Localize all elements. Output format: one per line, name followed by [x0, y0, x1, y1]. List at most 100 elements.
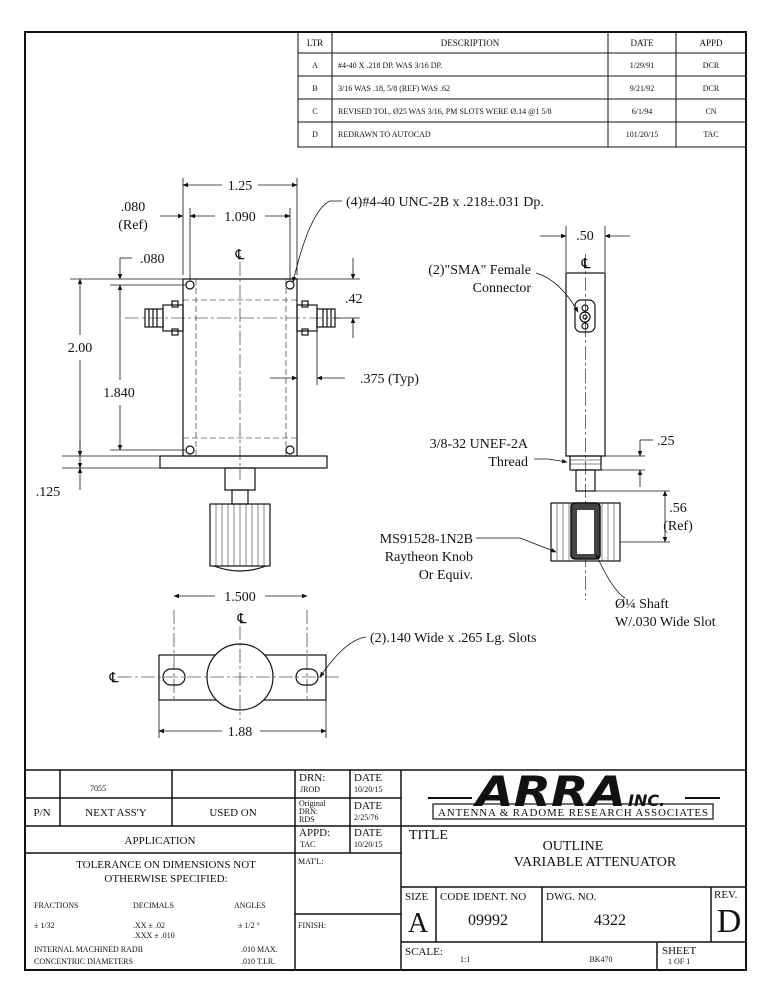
bottom-dimensions: [158, 593, 367, 738]
rev-header-appd: APPD: [699, 38, 723, 48]
dim-overall-width: 1.25: [228, 179, 253, 194]
rev-description: 3/16 WAS .18, 5/8 (REF) WAS .62: [338, 84, 450, 93]
size-label: SIZE: [405, 891, 429, 903]
appd-label: APPD:: [299, 827, 330, 839]
decimals-value: .XX ± .02: [133, 921, 165, 930]
radii-label: INTERNAL MACHINED RADII: [34, 945, 143, 954]
rev-header-date: DATE: [631, 38, 654, 48]
decimals-value: .XXX ± .010: [133, 931, 175, 940]
pn-label: P/N: [33, 807, 50, 819]
tapped-hole: [185, 280, 195, 290]
callout-sma-connector: (2)"SMA" Female: [428, 263, 531, 278]
centerline-symbol: ℄: [109, 671, 119, 686]
matl-label: MAT'L:: [298, 857, 323, 866]
rev-ltr: D: [312, 130, 318, 139]
drawing-title: VARIABLE ATTENUATOR: [514, 855, 677, 870]
angles-label: ANGLES: [234, 901, 266, 910]
svg-text:INC.: INC.: [628, 791, 665, 810]
bottom-view: [118, 610, 340, 720]
rev-date: 6/1/94: [632, 107, 652, 116]
orig-date: 2/25/76: [354, 813, 378, 822]
tapped-hole: [185, 445, 195, 455]
dim-hole-spacing-x: 1.090: [224, 210, 256, 225]
company-name: ANTENNA & RADOME RESEARCH ASSOCIATES: [438, 807, 708, 819]
callout-sma-connector: Connector: [473, 281, 532, 296]
code-value: 09992: [468, 912, 508, 929]
rev-appd: TAC: [703, 130, 718, 139]
dim-slot-spacing: 1.500: [224, 590, 256, 605]
dwg-value: 4322: [594, 912, 626, 929]
tapped-hole: [285, 445, 295, 455]
rev-ltr: B: [312, 84, 317, 93]
bk-value: BK470: [589, 955, 612, 964]
finish-label: FINISH:: [298, 921, 326, 930]
angles-value: ± 1/2 °: [238, 921, 260, 930]
revision-table: [297, 31, 747, 148]
dim-connector-offset: .42: [345, 292, 363, 307]
dim-edge-offset-x-ref: (Ref): [118, 218, 148, 233]
drn-label: DRN:: [299, 772, 325, 784]
rev-header-ltr: LTR: [307, 38, 323, 48]
code-label: CODE IDENT. NO: [440, 891, 526, 903]
appd-value: TAC: [300, 840, 315, 849]
dim-edge-offset-x: .080: [121, 200, 146, 215]
sheet-border: [24, 31, 747, 971]
radii-value: .010 MAX.: [241, 945, 278, 954]
drn-date-label: DATE: [354, 772, 382, 784]
sheet-value: 1 OF 1: [668, 957, 690, 966]
fractions-value: ± 1/32: [34, 921, 55, 930]
application-label: APPLICATION: [125, 835, 196, 847]
appd-date: 10/20/15: [354, 840, 382, 849]
callout-knob: Raytheon Knob: [385, 550, 473, 565]
orig-date-label: DATE: [354, 800, 382, 812]
front-view: [125, 262, 340, 572]
centerline-symbol: ℄: [581, 257, 591, 272]
rev-header-description: DESCRIPTION: [441, 38, 500, 48]
callout-shaft: W/.030 Wide Slot: [615, 615, 716, 630]
scale-label: SCALE:: [405, 946, 443, 958]
rev-date: 9/21/92: [630, 84, 654, 93]
concentric-label: CONCENTRIC DIAMETERS: [34, 957, 133, 966]
callout-knob: Or Equiv.: [419, 568, 473, 583]
rev-description: #4-40 X .218 DP. WAS 3/16 DP.: [338, 61, 442, 70]
next-assy-label: NEXT ASS'Y: [85, 807, 146, 819]
callout-knob: MS91528-1N2B: [380, 532, 473, 547]
dim-body-step: .375 (Typ): [360, 372, 419, 387]
svg-text:ARRA: ARRA: [473, 767, 626, 816]
drn-value: JROD: [300, 785, 320, 794]
front-dimensions: [62, 178, 360, 490]
rev-value: D: [717, 903, 742, 940]
dim-bottom-overall: 1.88: [228, 725, 253, 740]
side-view: [550, 254, 621, 600]
dim-edge-offset-y: .080: [140, 252, 165, 267]
mounting-flange: [159, 455, 328, 469]
sma-connector-side: [574, 299, 596, 333]
orig-label: DRN:: [299, 807, 318, 816]
rev-description: REDRAWN TO AUTOCAD: [338, 130, 431, 139]
tapped-hole: [285, 280, 295, 290]
centerline-symbol: ℄: [237, 612, 247, 627]
rev-appd: DCR: [703, 84, 720, 93]
callout-slots: (2).140 Wide x .265 Lg. Slots: [370, 631, 536, 646]
rev-label: REV.: [714, 889, 738, 901]
drn-date: 10/20/15: [354, 785, 382, 794]
dim-hole-spacing-y: 1.840: [103, 386, 135, 401]
dim-overall-height: 2.00: [68, 341, 93, 356]
decimals-label: DECIMALS: [133, 901, 174, 910]
used-on-label: USED ON: [209, 807, 256, 819]
fractions-label: FRACTIONS: [34, 901, 78, 910]
tolerance-title: OTHERWISE SPECIFIED:: [104, 873, 227, 885]
callout-tapped-holes: (4)#4-40 UNC-2B x .218±.031 Dp.: [346, 195, 544, 210]
dim-flange: .125: [36, 485, 61, 500]
rev-date: 101/20/15: [626, 130, 658, 139]
size-value: A: [408, 908, 429, 939]
centerline-symbol: ℄: [235, 248, 245, 263]
drawing-title: OUTLINE: [543, 839, 604, 854]
rev-date: 1/29/91: [630, 61, 654, 70]
dwg-label: DWG. NO.: [546, 891, 597, 903]
side-dimensions: [476, 226, 670, 599]
title-block-grid: [25, 769, 746, 970]
rev-ltr: C: [312, 107, 317, 116]
dim-shaft-ref: (Ref): [663, 519, 693, 534]
